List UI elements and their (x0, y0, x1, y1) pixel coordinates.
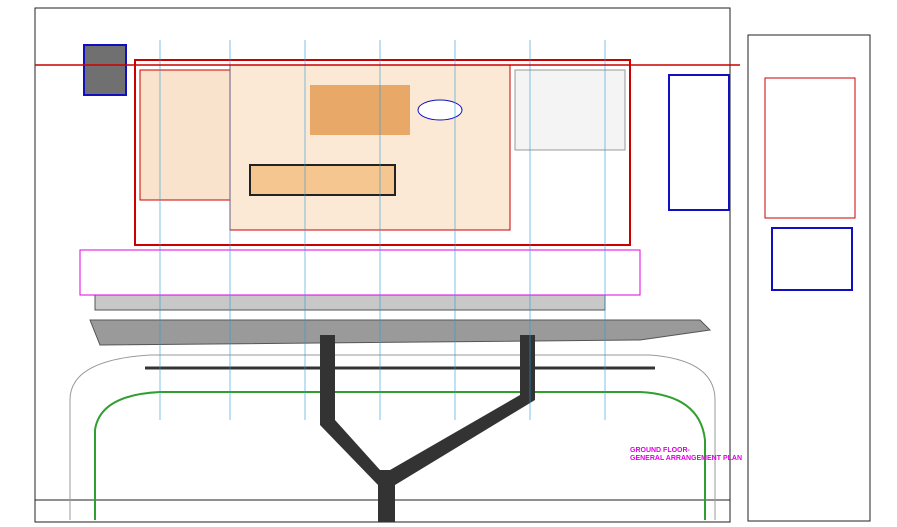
fountain (417, 99, 463, 121)
counter-area (249, 164, 396, 196)
title-line-2: GENERAL ARRANGEMENT PLAN (630, 455, 743, 462)
annex-block (771, 227, 853, 291)
road-green (94, 391, 706, 520)
baggage-area (514, 69, 626, 151)
walkway (320, 335, 535, 522)
grid-lines (159, 40, 606, 420)
title-line-1: GROUND FLOOR- (630, 447, 690, 454)
main-building-outline (134, 59, 631, 246)
west-wing (139, 69, 231, 201)
drawing-title: GROUND FLOOR- GENERAL ARRANGEMENT PLAN (630, 447, 742, 463)
annex-rooms (764, 77, 856, 219)
service-block (668, 74, 730, 211)
canopy (94, 294, 606, 311)
forecourt (79, 249, 641, 296)
road-outer (69, 354, 716, 520)
curb (89, 319, 712, 346)
annex-border (747, 34, 871, 522)
tower-block (83, 44, 127, 96)
seating-area (310, 85, 410, 135)
